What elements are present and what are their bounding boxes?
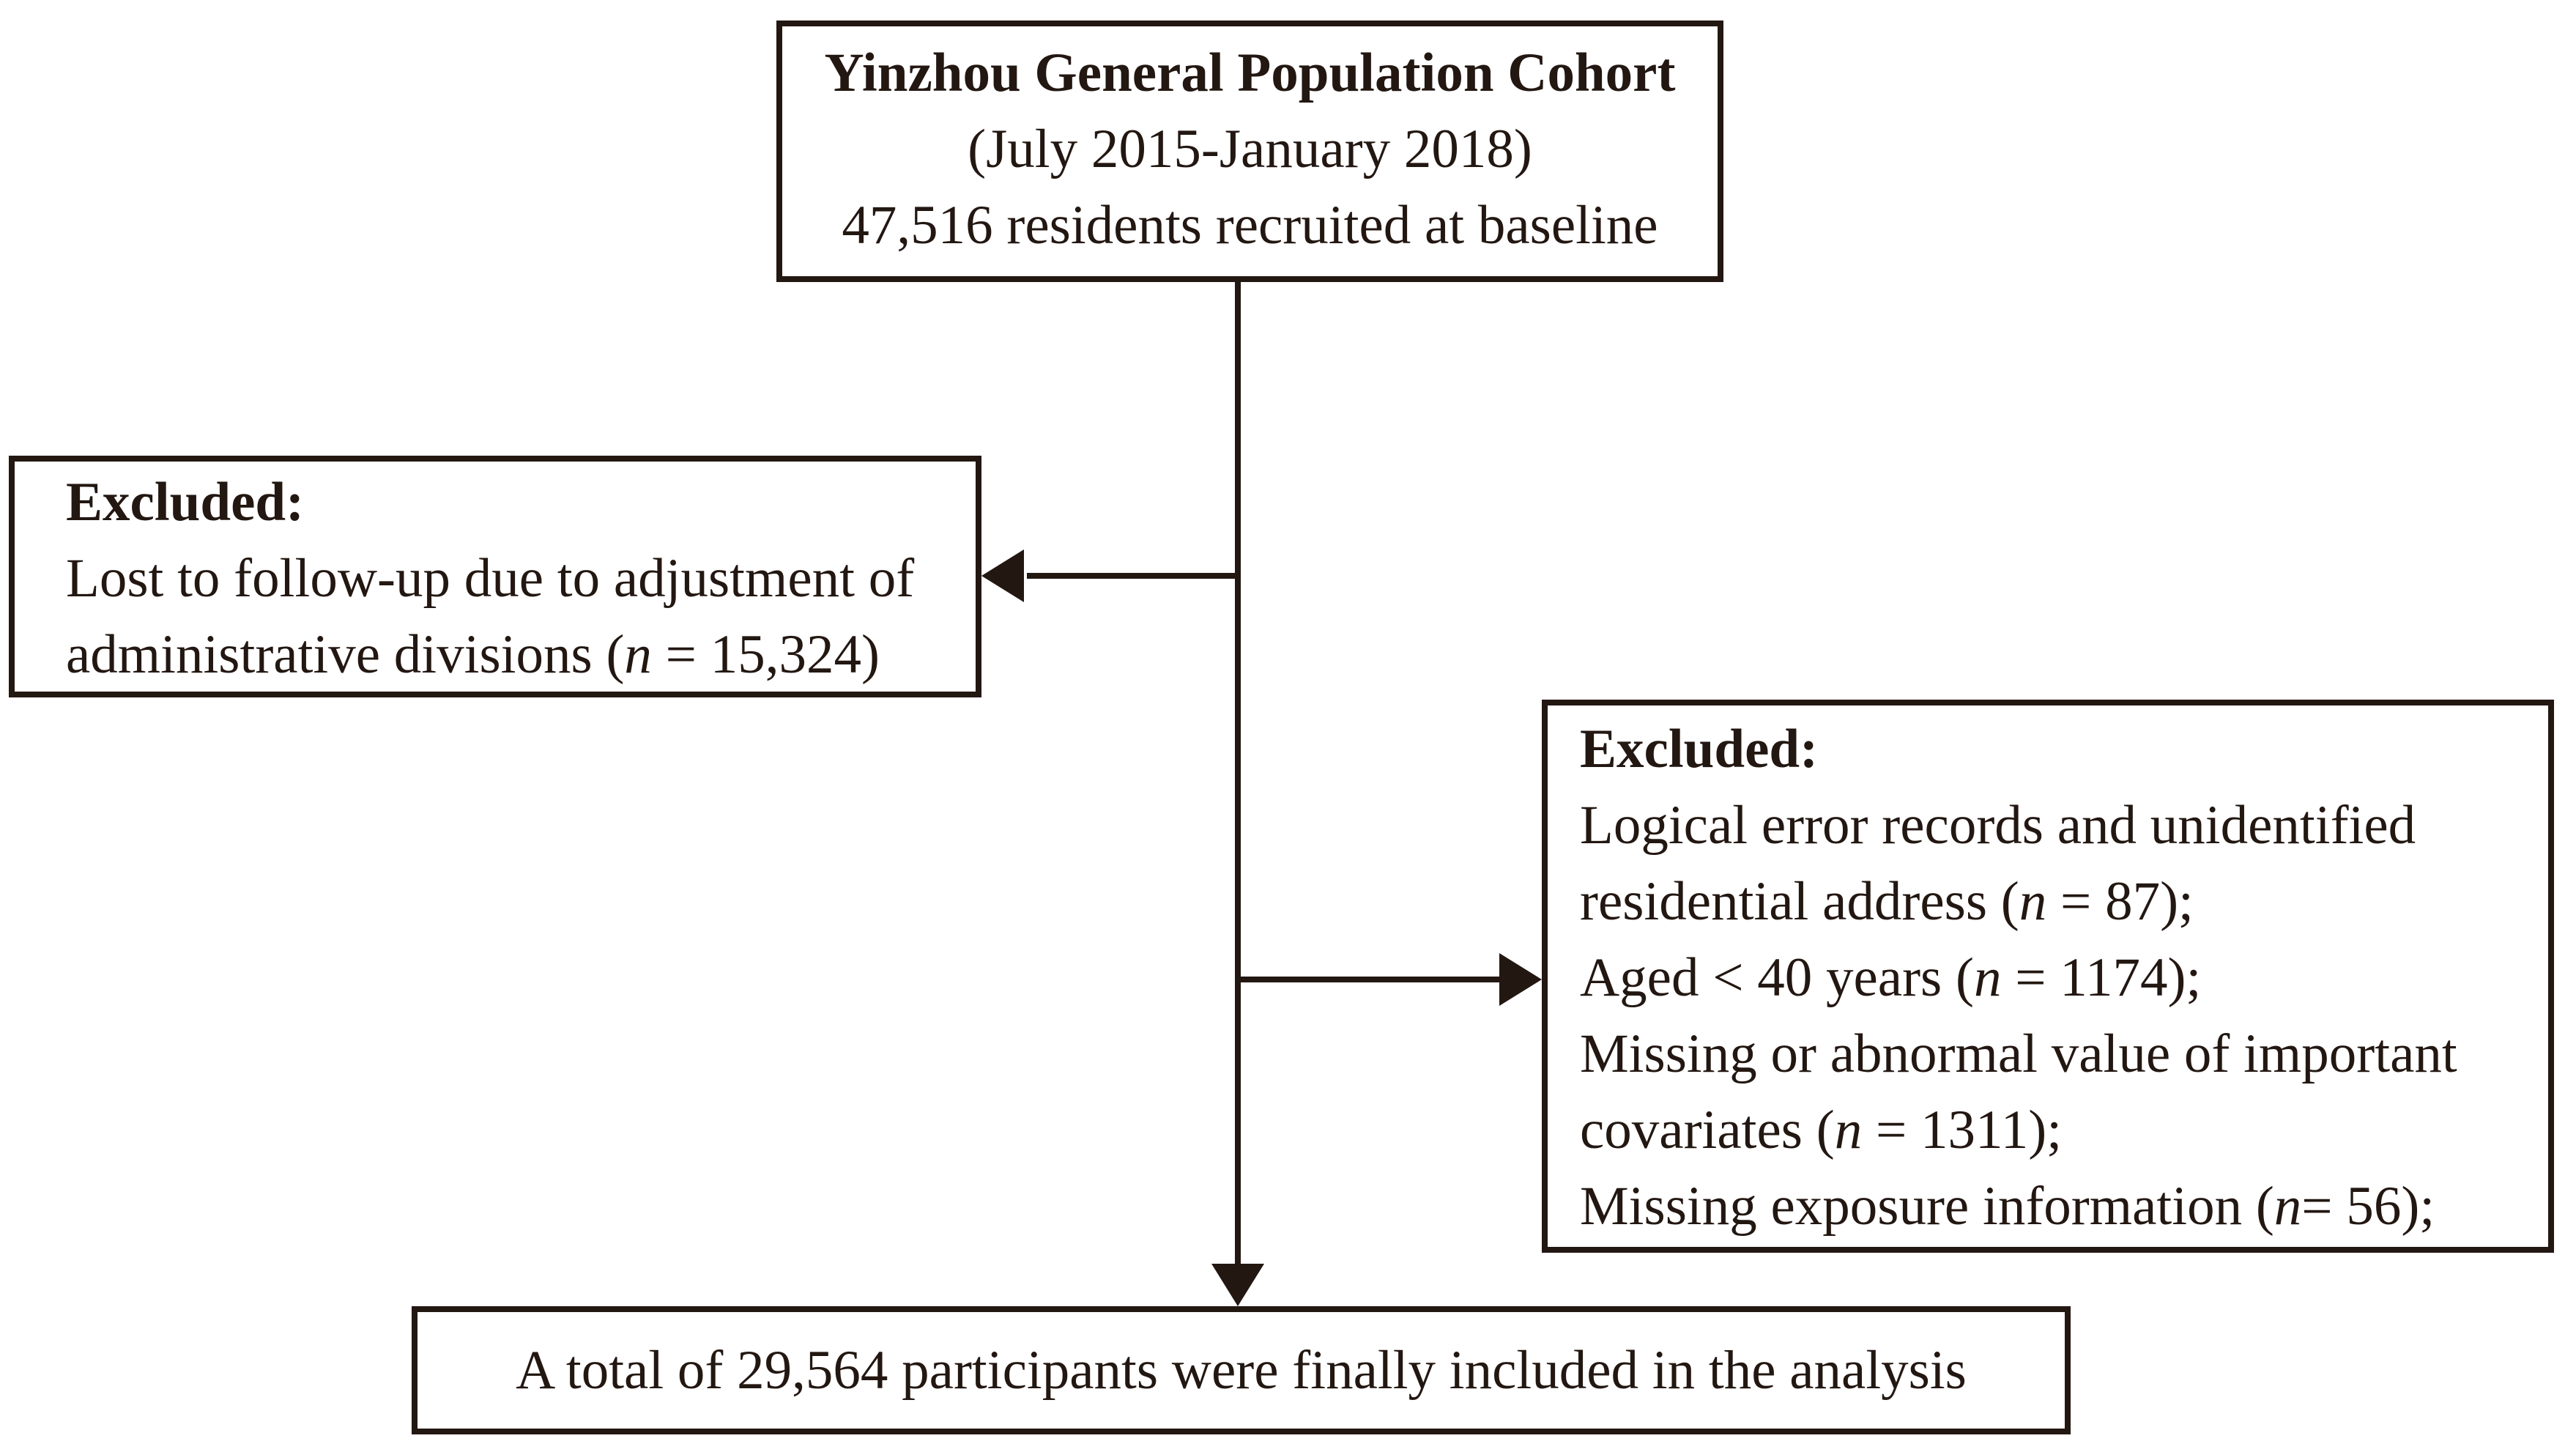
- text-line: Missing exposure information (n= 56);: [1580, 1168, 2539, 1245]
- text-line: A total of 29,564 participants were fina…: [516, 1333, 1967, 1409]
- text-segment: = 56);: [2301, 1176, 2435, 1237]
- text-line: Aged < 40 years (n = 1174);: [1580, 940, 2539, 1016]
- arrowhead-left-icon: [981, 549, 1024, 602]
- flow-connector-vertical: [1235, 282, 1241, 1275]
- box-excluded-lost-followup: Excluded: Lost to follow-up due to adjust…: [9, 456, 981, 697]
- text-line: administrative divisions (n = 15,324): [66, 617, 964, 693]
- text-segment: Excluded:: [1580, 719, 1819, 779]
- text-segment: = 15,324): [651, 624, 880, 685]
- text-segment: Aged < 40 years (: [1580, 947, 1974, 1008]
- text-segment: Missing or abnormal value of important: [1580, 1023, 2457, 1084]
- text-line: Yinzhou General Population Cohort: [782, 35, 1718, 111]
- text-segment: administrative divisions (: [66, 624, 625, 685]
- text-segment: = 87);: [2046, 871, 2194, 932]
- flow-connector-left: [1027, 573, 1238, 579]
- box-cohort-baseline: Yinzhou General Population Cohort (July 2…: [776, 21, 1723, 282]
- text-segment: Missing exposure information (: [1580, 1176, 2274, 1237]
- box-excluded-criteria: Excluded: Logical error records and unide…: [1542, 700, 2554, 1253]
- box-final-included-analysis: A total of 29,564 participants were fina…: [412, 1306, 2071, 1434]
- text-line: Excluded:: [66, 464, 964, 541]
- text-segment: Logical error records and unidentified: [1580, 795, 2416, 856]
- flow-connector-right: [1238, 977, 1502, 982]
- italic-n: n: [1973, 947, 2002, 1008]
- text-segment: Yinzhou General Population Cohort: [824, 42, 1676, 103]
- text-segment: covariates (: [1580, 1100, 1835, 1160]
- text-line: (July 2015-January 2018): [782, 111, 1718, 188]
- text-segment: (July 2015-January 2018): [968, 119, 1532, 179]
- text-segment: 47,516 residents recruited at baseline: [842, 195, 1658, 256]
- arrowhead-right-icon: [1499, 953, 1542, 1006]
- text-line: residential address (n = 87);: [1580, 864, 2539, 940]
- text-segment: = 1174);: [2001, 947, 2202, 1008]
- italic-n: n: [2019, 871, 2047, 932]
- text-line: Missing or abnormal value of important: [1580, 1016, 2539, 1092]
- text-line: Excluded:: [1580, 711, 2539, 788]
- text-segment: A total of 29,564 participants were fina…: [516, 1339, 1967, 1401]
- italic-n: n: [1834, 1100, 1863, 1160]
- arrowhead-down-icon: [1211, 1264, 1264, 1306]
- text-line: covariates (n = 1311);: [1580, 1092, 2539, 1168]
- text-segment: Excluded:: [66, 472, 305, 533]
- italic-n: n: [2274, 1176, 2302, 1237]
- text-line: Logical error records and unidentified: [1580, 788, 2539, 864]
- text-line: 47,516 residents recruited at baseline: [782, 188, 1718, 264]
- text-segment: = 1311);: [1862, 1100, 2063, 1160]
- italic-n: n: [624, 624, 652, 685]
- text-line: Lost to follow-up due to adjustment of: [66, 541, 964, 617]
- text-segment: residential address (: [1580, 871, 2019, 932]
- text-segment: Lost to follow-up due to adjustment of: [66, 548, 915, 609]
